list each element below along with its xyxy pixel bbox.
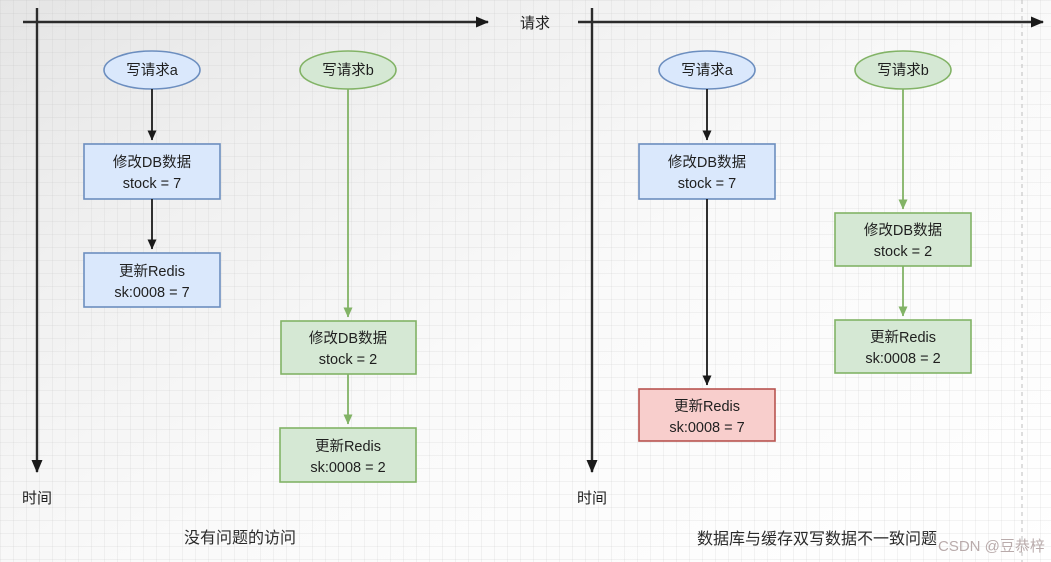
left-request-a-label: 写请求a [126,62,178,79]
left-request-b-label: 写请求b [322,62,374,79]
left-b-box2 [279,427,417,483]
left-diagram: 请求 时间 写请求a 修改DB数据 stock = 7 更新Redis sk:0… [22,8,550,547]
left-time-axis-label: 时间 [22,490,52,507]
right-time-axis-label: 时间 [577,490,607,507]
right-b-box1-line1: 修改DB数据 [864,222,942,239]
left-request-axis-label: 请求 [520,15,550,32]
left-a-box2-line1: 更新Redis [119,263,185,280]
right-a-box1-line1: 修改DB数据 [668,154,746,171]
right-a-box2-inconsistent [638,388,776,442]
right-request-b-label: 写请求b [877,62,929,79]
right-diagram: 时间 写请求a 修改DB数据 stock = 7 更新Redis sk:0008… [577,0,1044,562]
right-a-box1-line2: stock = 7 [678,176,736,192]
right-a-box1 [638,143,776,200]
left-caption: 没有问题的访问 [184,529,296,547]
right-b-box1-line2: stock = 2 [874,244,932,260]
right-caption: 数据库与缓存双写数据不一致问题 [697,530,937,548]
left-b-box1-line2: stock = 2 [319,352,377,368]
right-a-box2-line2: sk:0008 = 7 [669,420,744,436]
left-b-box2-line2: sk:0008 = 2 [310,460,385,476]
right-b-box2 [834,319,972,374]
left-b-box1 [280,320,417,375]
left-a-box2-line2: sk:0008 = 7 [114,285,189,301]
left-a-box1-line2: stock = 7 [123,176,181,192]
right-a-box2-line1: 更新Redis [674,398,740,415]
right-request-a-label: 写请求a [681,62,733,79]
right-b-box1 [834,212,972,267]
right-b-box2-line1: 更新Redis [870,329,936,346]
left-b-box2-line1: 更新Redis [315,438,381,455]
left-b-box1-line1: 修改DB数据 [309,330,387,347]
csdn-watermark: CSDN @豆恭梓 [938,538,1045,555]
left-a-box2 [83,252,221,308]
left-a-box1-line1: 修改DB数据 [113,154,191,171]
right-b-box2-line2: sk:0008 = 2 [865,351,940,367]
